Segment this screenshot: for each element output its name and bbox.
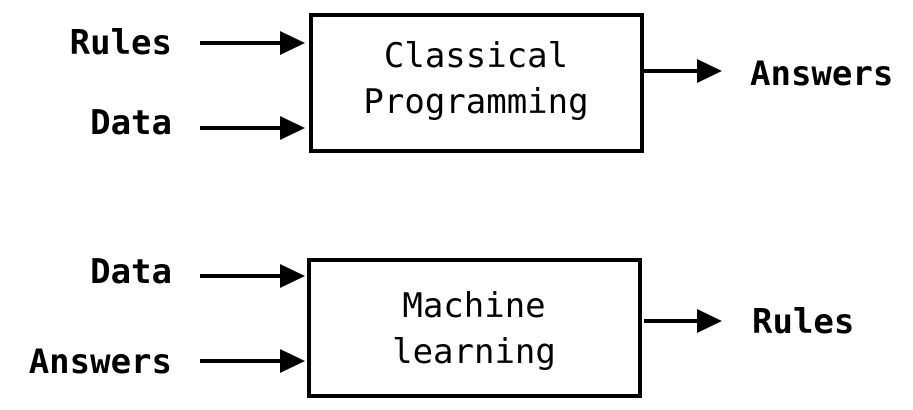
output-label-answers: Answers: [750, 54, 893, 94]
input-arrow-data: [200, 116, 305, 140]
output-label-rules: Rules: [752, 302, 854, 342]
classical-programming-diagram: Rules Data Classical Programming Answers: [70, 13, 893, 153]
output-arrow-answers: [644, 59, 722, 83]
machine-learning-diagram: Data Answers Machine learning Rules: [29, 252, 854, 398]
process-label-line-1: Machine: [402, 286, 545, 326]
process-label-line-1: Classical: [384, 36, 568, 76]
input-label-answers: Answers: [29, 342, 172, 382]
process-label-line-2: learning: [392, 332, 556, 372]
classical-programming-box: [309, 13, 644, 153]
output-arrow-rules: [644, 309, 722, 333]
input-arrow-data: [200, 264, 305, 288]
machine-learning-box: [307, 258, 642, 398]
input-arrow-rules: [200, 31, 305, 55]
input-label-data: Data: [90, 252, 172, 292]
process-label-line-2: Programming: [363, 82, 588, 122]
input-label-data: Data: [90, 103, 172, 143]
input-label-rules: Rules: [70, 23, 172, 63]
input-arrow-answers: [200, 349, 305, 373]
